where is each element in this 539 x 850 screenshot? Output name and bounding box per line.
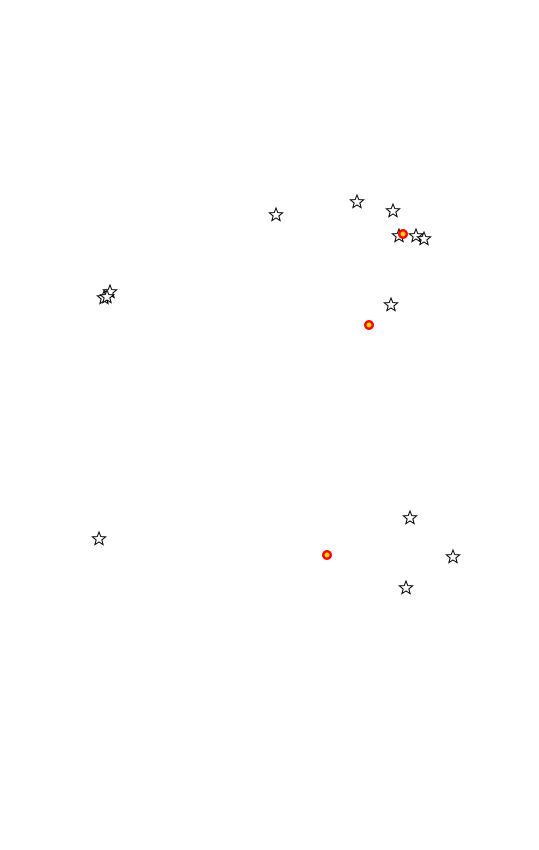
star-marker-icon[interactable] — [99, 288, 115, 304]
star-marker-icon[interactable] — [402, 509, 418, 525]
star-marker-icon[interactable] — [385, 202, 401, 218]
star-marker-icon[interactable] — [383, 296, 399, 312]
star-marker-icon[interactable] — [91, 530, 107, 546]
star-marker-icon[interactable] — [268, 206, 284, 222]
dot-marker-icon[interactable] — [398, 229, 408, 239]
star-marker-icon[interactable] — [416, 230, 432, 246]
star-marker-icon[interactable] — [398, 579, 414, 595]
star-marker-icon[interactable] — [349, 193, 365, 209]
dot-marker-icon[interactable] — [364, 320, 374, 330]
star-marker-icon[interactable] — [408, 227, 424, 243]
dot-marker-icon[interactable] — [322, 550, 332, 560]
star-marker-icon[interactable] — [445, 548, 461, 564]
